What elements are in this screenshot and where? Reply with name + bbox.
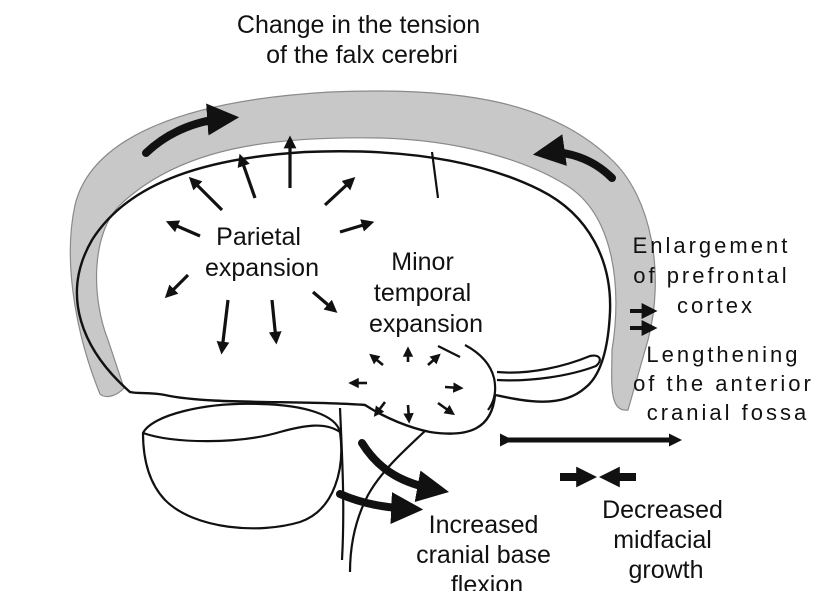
temporal-arrows [352, 350, 460, 420]
temporal-lobe-contour [465, 345, 495, 410]
temporal-dash [438, 346, 460, 357]
brain-outline [77, 151, 610, 433]
anterior-fossa-label: Lengthening of the anterior cranial foss… [633, 342, 823, 425]
prefrontal-label: Enlargement of prefrontal cortex [633, 233, 800, 318]
falx-tension-label: Change in the tension of the falx cerebr… [237, 11, 487, 69]
parietal-label: Parietal expansion [205, 223, 319, 282]
flexion-arrow-lower [340, 494, 412, 509]
midfacial-label: Decreased midfacial growth [602, 496, 730, 584]
cerebellum [143, 404, 341, 529]
flexion-arrow-curved [362, 443, 438, 490]
cranial-base-label: Increased cranial base flexion [416, 511, 558, 591]
frontal-lower-contour [497, 356, 600, 381]
cerebellum-tentorium [143, 426, 340, 442]
temporal-label: Minor temporal expansion [369, 248, 483, 338]
